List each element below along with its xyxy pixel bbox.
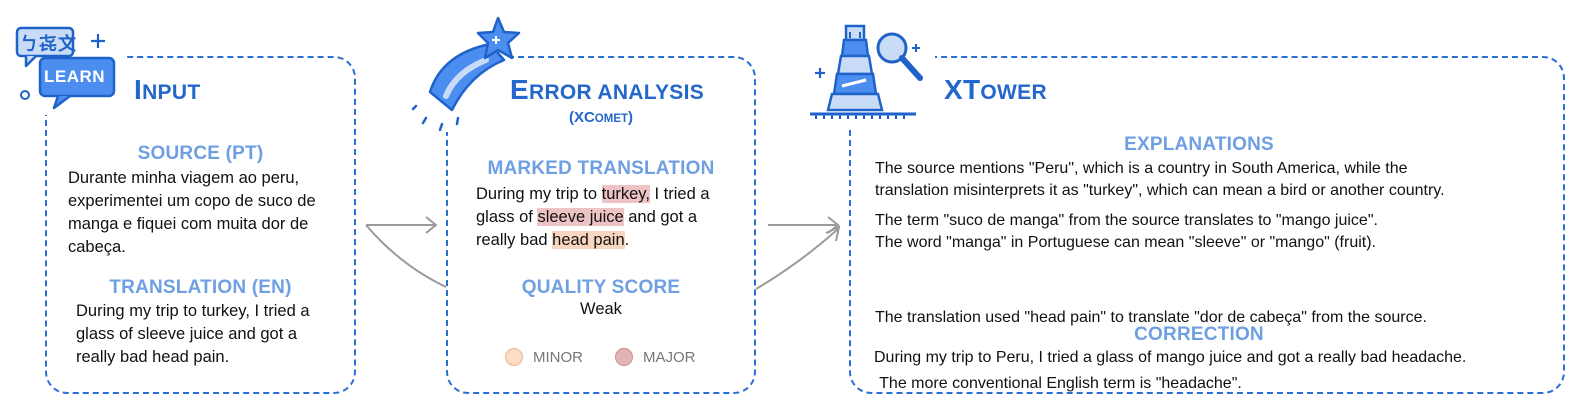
explanation-item-3: The translation used "head pain" to tran…	[875, 309, 1427, 392]
shooting-star-icon	[411, 16, 521, 132]
input-panel	[45, 56, 356, 394]
source-heading: SOURCE (PT)	[137, 143, 264, 164]
language-learn-icon	[15, 26, 116, 110]
error-span-head-pain: head pain	[552, 231, 625, 249]
translation-heading: TRANSLATION (EN)	[109, 277, 292, 298]
quality-score-heading: QUALITY SCORE	[521, 277, 681, 298]
legend-minor-label: MINOR	[533, 349, 583, 366]
input-title: INPUT	[134, 74, 201, 105]
error-span-sleeve-juice: sleeve juice	[537, 208, 624, 226]
explanation-item-1: The source mentions "Peru", which is a c…	[875, 160, 1445, 199]
flow-arrow-input-to-analysis	[365, 216, 447, 288]
correction-heading: CORRECTION	[1134, 324, 1264, 345]
learn-icon-top-text: ㄅ㐂文	[20, 34, 77, 54]
legend-minor-dot	[505, 348, 523, 366]
marked-translation-text: During my trip to turkey, I tried a glas…	[476, 185, 710, 249]
error-analysis-subtitle: (XCOMET)	[568, 109, 634, 126]
error-span-turkey: turkey,	[601, 185, 650, 203]
translation-text: During my trip to turkey, I tried a glas…	[76, 302, 310, 366]
legend-major-label: MAJOR	[643, 349, 696, 366]
marked-translation-heading: MARKED TRANSLATION	[487, 158, 715, 179]
learn-icon-bottom-text: LEARN	[44, 67, 106, 86]
error-analysis-panel	[446, 56, 756, 394]
tower-magnifier-icon	[810, 24, 923, 119]
xtower-title: XTOWER	[944, 74, 1047, 105]
explanations-heading: EXPLANATIONS	[1124, 134, 1274, 155]
xtower-panel	[849, 56, 1565, 394]
error-analysis-title: ERROR ANALYSIS	[510, 74, 705, 105]
flow-arrow-analysis-to-xtower	[755, 216, 841, 290]
source-text: Durante minha viagem ao peru, experiment…	[68, 169, 316, 256]
correction-text: During my trip to Peru, I tried a glass …	[874, 349, 1467, 366]
explanation-item-2: The term "suco de manga" from the source…	[875, 212, 1378, 251]
quality-score-value: Weak	[580, 300, 622, 318]
legend-major-dot	[615, 348, 633, 366]
